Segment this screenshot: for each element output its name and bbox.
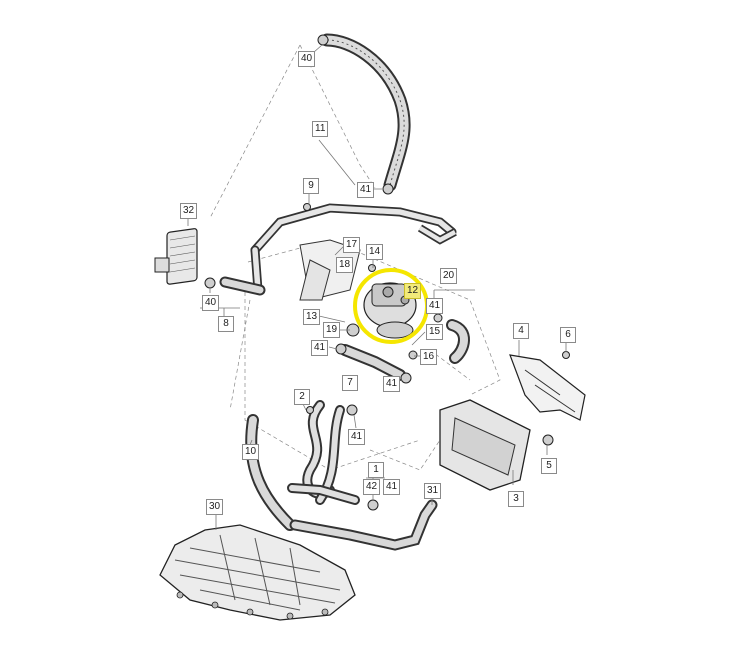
callout-20: 20 [440,268,458,284]
callout-17: 17 [343,237,361,253]
hose-31 [289,499,438,551]
callout-15: 15 [426,324,444,340]
callout-41-lower: 41 [348,429,366,445]
electric-pump-12 [299,239,417,339]
callout-19: 19 [323,322,341,338]
callout-8: 8 [218,316,234,332]
callout-11: 11 [312,121,329,137]
bracket-4 [509,354,586,421]
callout-41-upper: 41 [357,182,375,198]
upper-coolant-pipe [250,203,457,295]
center-pipe-set [287,400,360,505]
callout-10: 10 [242,444,260,460]
hose-7 [339,344,406,381]
hose-10 [245,414,296,531]
callout-12-highlighted: 12 [404,283,422,299]
pipe-assembly-30 [159,524,356,621]
callout-1: 1 [368,462,384,478]
hose-11 [320,33,411,192]
callout-5: 5 [541,458,557,474]
fasteners [204,34,570,511]
callout-6: 6 [560,327,576,343]
callout-40-top: 40 [298,51,316,67]
callout-31: 31 [424,483,442,499]
callout-16: 16 [420,349,438,365]
hose-short-left [219,276,266,296]
callout-7: 7 [342,375,358,391]
callout-41-mid-left: 41 [311,340,329,356]
callout-9: 9 [303,178,319,194]
callout-41-mid: 41 [383,376,401,392]
callout-42: 42 [363,479,381,495]
callout-2: 2 [294,389,310,405]
callout-32: 32 [180,203,198,219]
callout-3: 3 [508,491,524,507]
callout-14: 14 [366,244,384,260]
control-unit-3 [439,399,531,491]
oil-cooler-32 [154,228,198,285]
callout-4: 4 [513,323,529,339]
callout-30: 30 [206,499,224,515]
callout-40-left: 40 [202,295,220,311]
hose-20 [446,319,470,364]
callout-18: 18 [336,257,354,273]
callout-13: 13 [303,309,321,325]
callout-41-bottom: 41 [383,479,401,495]
callout-41-right: 41 [426,298,444,314]
